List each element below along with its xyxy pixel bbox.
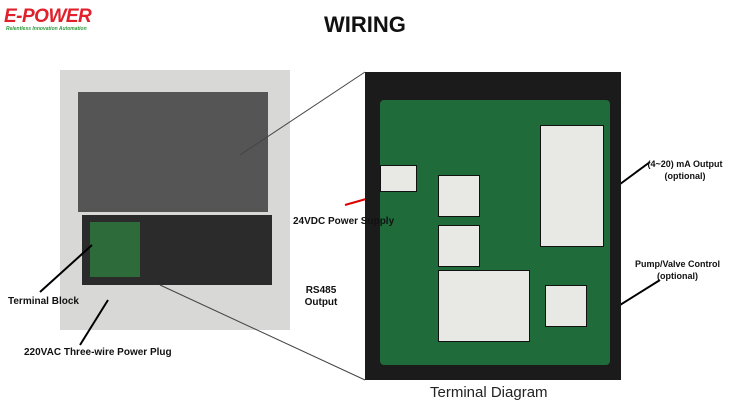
label-power-plug: 220VAC Three-wire Power Plug xyxy=(24,347,172,358)
diagram-caption: Terminal Diagram xyxy=(430,384,548,401)
label-pump-valve: Pump/Valve Control (optional) xyxy=(634,259,721,281)
label-24vdc: 24VDC Power Supply xyxy=(293,216,395,227)
enclosure-photo xyxy=(60,70,290,330)
label-terminal-block: Terminal Block xyxy=(8,296,79,307)
brand-logo: E-POWER xyxy=(4,6,92,27)
circuit-board xyxy=(380,100,610,365)
label-4-20ma: (4~20) mA Output (optional) xyxy=(647,159,723,181)
brand-tagline: Relentless Innovation Automation xyxy=(6,26,87,32)
page-title: WIRING xyxy=(324,12,406,37)
label-rs485: RS485 Output xyxy=(304,285,338,308)
